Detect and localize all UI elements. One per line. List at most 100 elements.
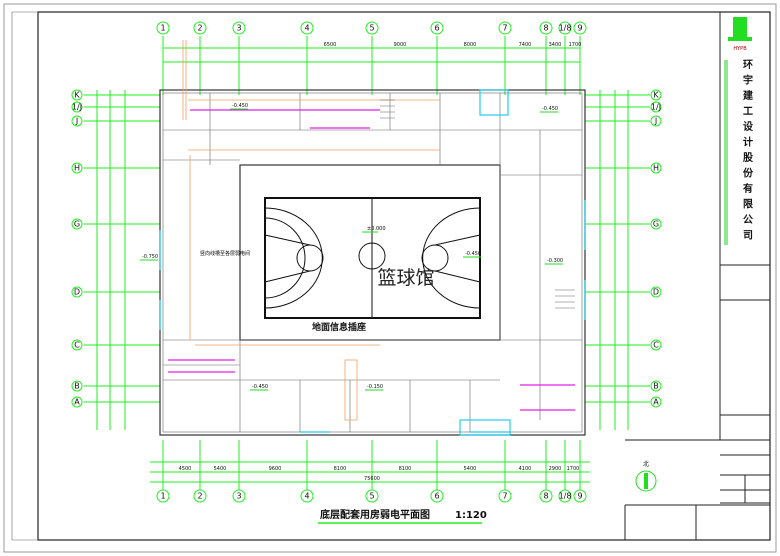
column-axis-label: 9	[577, 492, 582, 501]
dimension-top: 8000	[464, 42, 477, 48]
dimension-bottom: 8100	[399, 466, 412, 472]
sheet-border	[3, 3, 777, 553]
column-axis-bubble	[300, 21, 314, 35]
elevation-label: -0.450	[465, 251, 481, 257]
row-axis-bubble	[650, 89, 662, 101]
floor-socket-label: 地面信息插座	[312, 321, 366, 333]
column-axis-label: 2	[197, 24, 202, 33]
dimension-bottom: 8100	[334, 466, 347, 472]
row-axis-label: H	[74, 164, 80, 173]
row-axis-bubble	[650, 286, 662, 298]
elevation-label: -0.450	[252, 384, 268, 390]
column-axis-bubble	[365, 21, 379, 35]
dimension-total: 75600	[364, 476, 380, 482]
dimension-top: 3400	[549, 42, 562, 48]
column-axis-label: 7	[502, 492, 507, 501]
elevation-label: -0.300	[547, 258, 563, 264]
company-english-name	[724, 60, 728, 245]
company-name-char: 份	[743, 167, 754, 180]
dimension-top: 1700	[569, 42, 582, 48]
row-axis-label: 1/J	[651, 103, 661, 112]
company-name-char: 设	[743, 120, 753, 133]
column-axis-label: 8	[543, 492, 548, 501]
column-axis-label: 1	[160, 24, 165, 33]
row-axis-label: J	[654, 117, 657, 126]
company-name-char: 司	[743, 230, 753, 242]
company-name-char: 工	[743, 107, 753, 118]
column-axis-label: 9	[577, 24, 582, 33]
column-axis-label: 6	[434, 492, 439, 501]
elevation-label: -0.450	[232, 103, 248, 109]
column-axis-bubble	[232, 489, 246, 503]
row-axis-bubble	[71, 286, 83, 298]
drawing-scale: 1:120	[455, 510, 487, 521]
row-axis-bubble	[71, 380, 83, 392]
column-axis-bubble	[539, 21, 553, 35]
row-axis-bubble	[650, 218, 662, 230]
elevation-label: -0.750	[142, 254, 158, 260]
column-axis-bubble	[558, 21, 572, 35]
column-axis-bubble	[156, 21, 170, 35]
column-axis-bubble	[430, 21, 444, 35]
row-axis-label: C	[74, 341, 80, 350]
row-axis-bubble	[650, 115, 662, 127]
row-axis-label: H	[653, 164, 659, 173]
dimension-bottom: 4500	[179, 466, 192, 472]
dimension-top: 9000	[394, 42, 407, 48]
company-name-char: 股	[743, 152, 754, 164]
company-name-char: 环	[743, 59, 753, 71]
dimension-bottom: 4100	[519, 466, 532, 472]
company-name-char: 公	[743, 214, 753, 226]
column-axis-bubble	[573, 489, 587, 503]
elevation-label: -0.450	[542, 106, 558, 112]
column-axis-bubble	[558, 489, 572, 503]
column-axis-bubble	[193, 21, 207, 35]
drawing-frame	[37, 11, 771, 541]
svg-text:北: 北	[643, 460, 649, 468]
row-axis-label: K	[653, 91, 659, 100]
row-axis-label: D	[74, 288, 80, 297]
company-logo-icon	[733, 17, 747, 37]
column-axis-label: 4	[304, 492, 309, 501]
column-axis-bubble	[573, 21, 587, 35]
row-axis-bubble	[71, 218, 83, 230]
row-axis-label: A	[653, 398, 659, 407]
logo-caption: HYPB	[733, 46, 747, 52]
company-name-char: 计	[743, 136, 753, 149]
row-axis-label: B	[653, 382, 659, 391]
side-note: 竖向线槽至各层弱电间	[200, 250, 250, 257]
column-axis-label: 7	[502, 24, 507, 33]
court-label: 篮球馆	[377, 267, 434, 289]
column-axis-bubble	[498, 21, 512, 35]
column-axis-label: 5	[369, 24, 374, 33]
row-axis-label: J	[75, 117, 78, 126]
row-axis-label: B	[74, 382, 80, 391]
elevation-markers: -0.450-0.750-0.450-0.450-0.150-0.450-0.3…	[140, 103, 563, 391]
column-axis-label: 3	[236, 24, 241, 33]
row-axis-label: G	[74, 220, 80, 229]
column-axis-bubble	[300, 489, 314, 503]
column-axis-label: 1/8	[559, 24, 572, 33]
row-axis-label: G	[653, 220, 659, 229]
row-axis-bubble	[71, 396, 83, 408]
dimension-bottom: 1700	[567, 466, 580, 472]
row-axis-label: K	[74, 91, 80, 100]
company-name-char: 宇	[743, 74, 753, 87]
column-axis-bubble	[232, 21, 246, 35]
column-axis-label: 1	[160, 492, 165, 501]
dimension-bottom: 9600	[269, 466, 282, 472]
dimension-top: 7400	[519, 42, 532, 48]
column-axis-label: 4	[304, 24, 309, 33]
company-name-char: 有	[743, 182, 753, 195]
column-axis-label: 8	[543, 24, 548, 33]
floor-plan: 篮球馆 ±0.000 地面信息插座 竖向线槽至各层弱电间	[159, 40, 586, 436]
column-axis-bubble	[430, 489, 444, 503]
row-axis-bubble	[71, 101, 83, 113]
row-axis-label: 1/J	[72, 103, 82, 112]
drawing-title: 底层配套用房弱电平面图	[320, 508, 430, 521]
column-axis-bubble	[365, 489, 379, 503]
column-axis-bubble	[156, 489, 170, 503]
column-axis-label: 2	[197, 492, 202, 501]
